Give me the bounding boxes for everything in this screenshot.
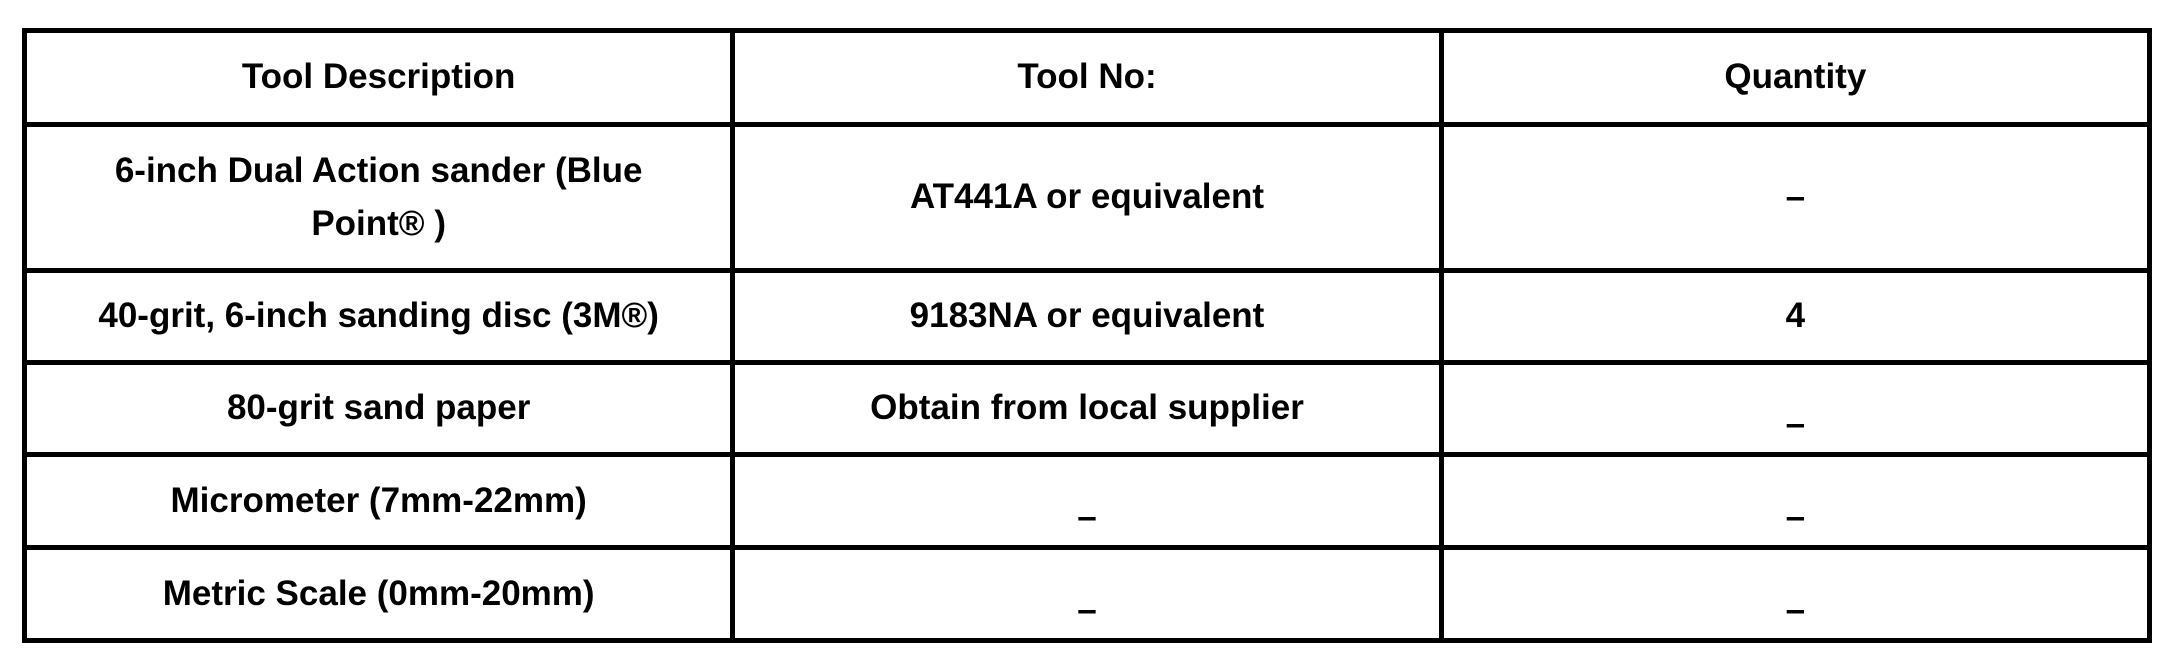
column-header-tool-no: Tool No: [730,28,1444,127]
table-row: 6-inch Dual Action sander (Blue Point® )… [21,122,2153,273]
cell-quantity: – [1438,545,2153,643]
column-header-quantity: Quantity [1438,28,2153,127]
cell-quantity: – [1438,452,2153,550]
cell-tool-description: 80-grit sand paper [21,360,736,457]
cell-tool-no: – [730,452,1444,550]
cell-tool-no: 9183NA or equivalent [730,268,1444,365]
table-row: 40-grit, 6-inch sanding disc (3M®) 9183N… [21,268,2153,365]
table-row: Micrometer (7mm-22mm) – – [21,452,2153,550]
column-header-tool-description: Tool Description [21,28,736,127]
cell-tool-description: Metric Scale (0mm-20mm) [21,545,736,643]
cell-tool-no: – [730,545,1444,643]
table-row: Metric Scale (0mm-20mm) – – [21,545,2153,643]
cell-quantity: – [1438,360,2153,457]
cell-tool-description: 6-inch Dual Action sander (Blue Point® ) [21,122,736,273]
cell-tool-description: Micrometer (7mm-22mm) [21,452,736,550]
cell-tool-no: AT441A or equivalent [730,122,1444,273]
cell-quantity: – [1438,122,2153,273]
cell-tool-no: Obtain from local supplier [730,360,1444,457]
table-row: 80-grit sand paper Obtain from local sup… [21,360,2153,457]
cell-quantity: 4 [1438,268,2153,365]
table-header-row: Tool Description Tool No: Quantity [21,28,2153,127]
cell-tool-description: 40-grit, 6-inch sanding disc (3M®) [21,268,736,365]
tool-requirements-table: Tool Description Tool No: Quantity 6-inc… [21,28,2153,643]
